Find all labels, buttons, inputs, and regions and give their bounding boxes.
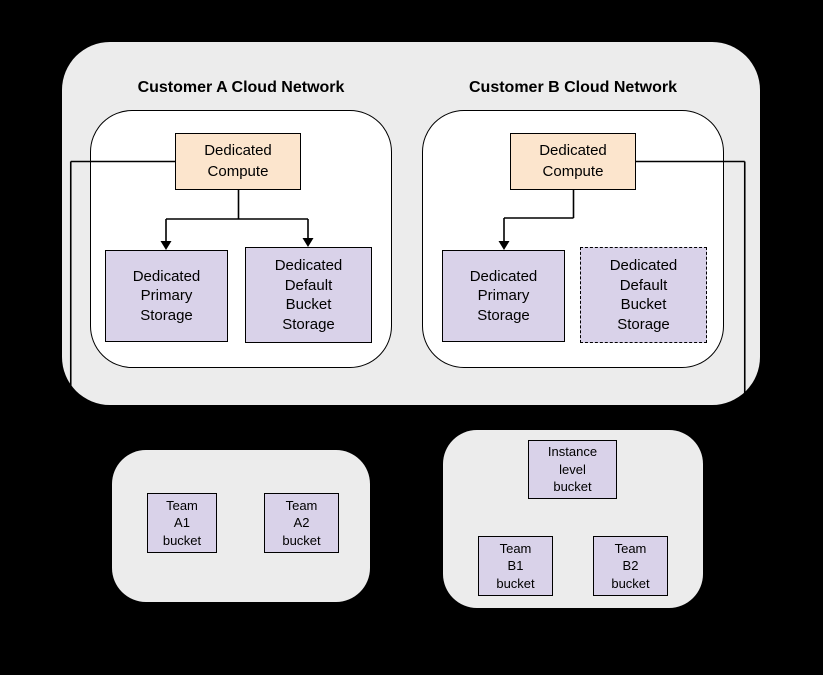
customer-b-network-title: Customer B Cloud Network xyxy=(468,79,677,96)
team-a2-bucket: Team A2 bucket xyxy=(264,493,339,553)
team-b2-bucket: Team B2 bucket xyxy=(593,536,668,596)
customer-b-dedicated-compute: Dedicated Compute xyxy=(510,133,636,190)
customer-b-dedicated-primary-storage: Dedicated Primary Storage xyxy=(442,250,565,342)
customer-a-network-title: Customer A Cloud Network xyxy=(137,79,345,96)
customer-b-dedicated-default-bucket-storage: Dedicated Default Bucket Storage xyxy=(580,247,707,343)
team-a1-bucket: Team A1 bucket xyxy=(147,493,217,553)
customer-a-dedicated-primary-storage: Dedicated Primary Storage xyxy=(105,250,228,342)
customer-a-dedicated-default-bucket-storage: Dedicated Default Bucket Storage xyxy=(245,247,372,343)
customer-a-dedicated-compute: Dedicated Compute xyxy=(175,133,301,190)
instance-level-bucket: Instance level bucket xyxy=(528,440,617,499)
team-b1-bucket: Team B1 bucket xyxy=(478,536,553,596)
